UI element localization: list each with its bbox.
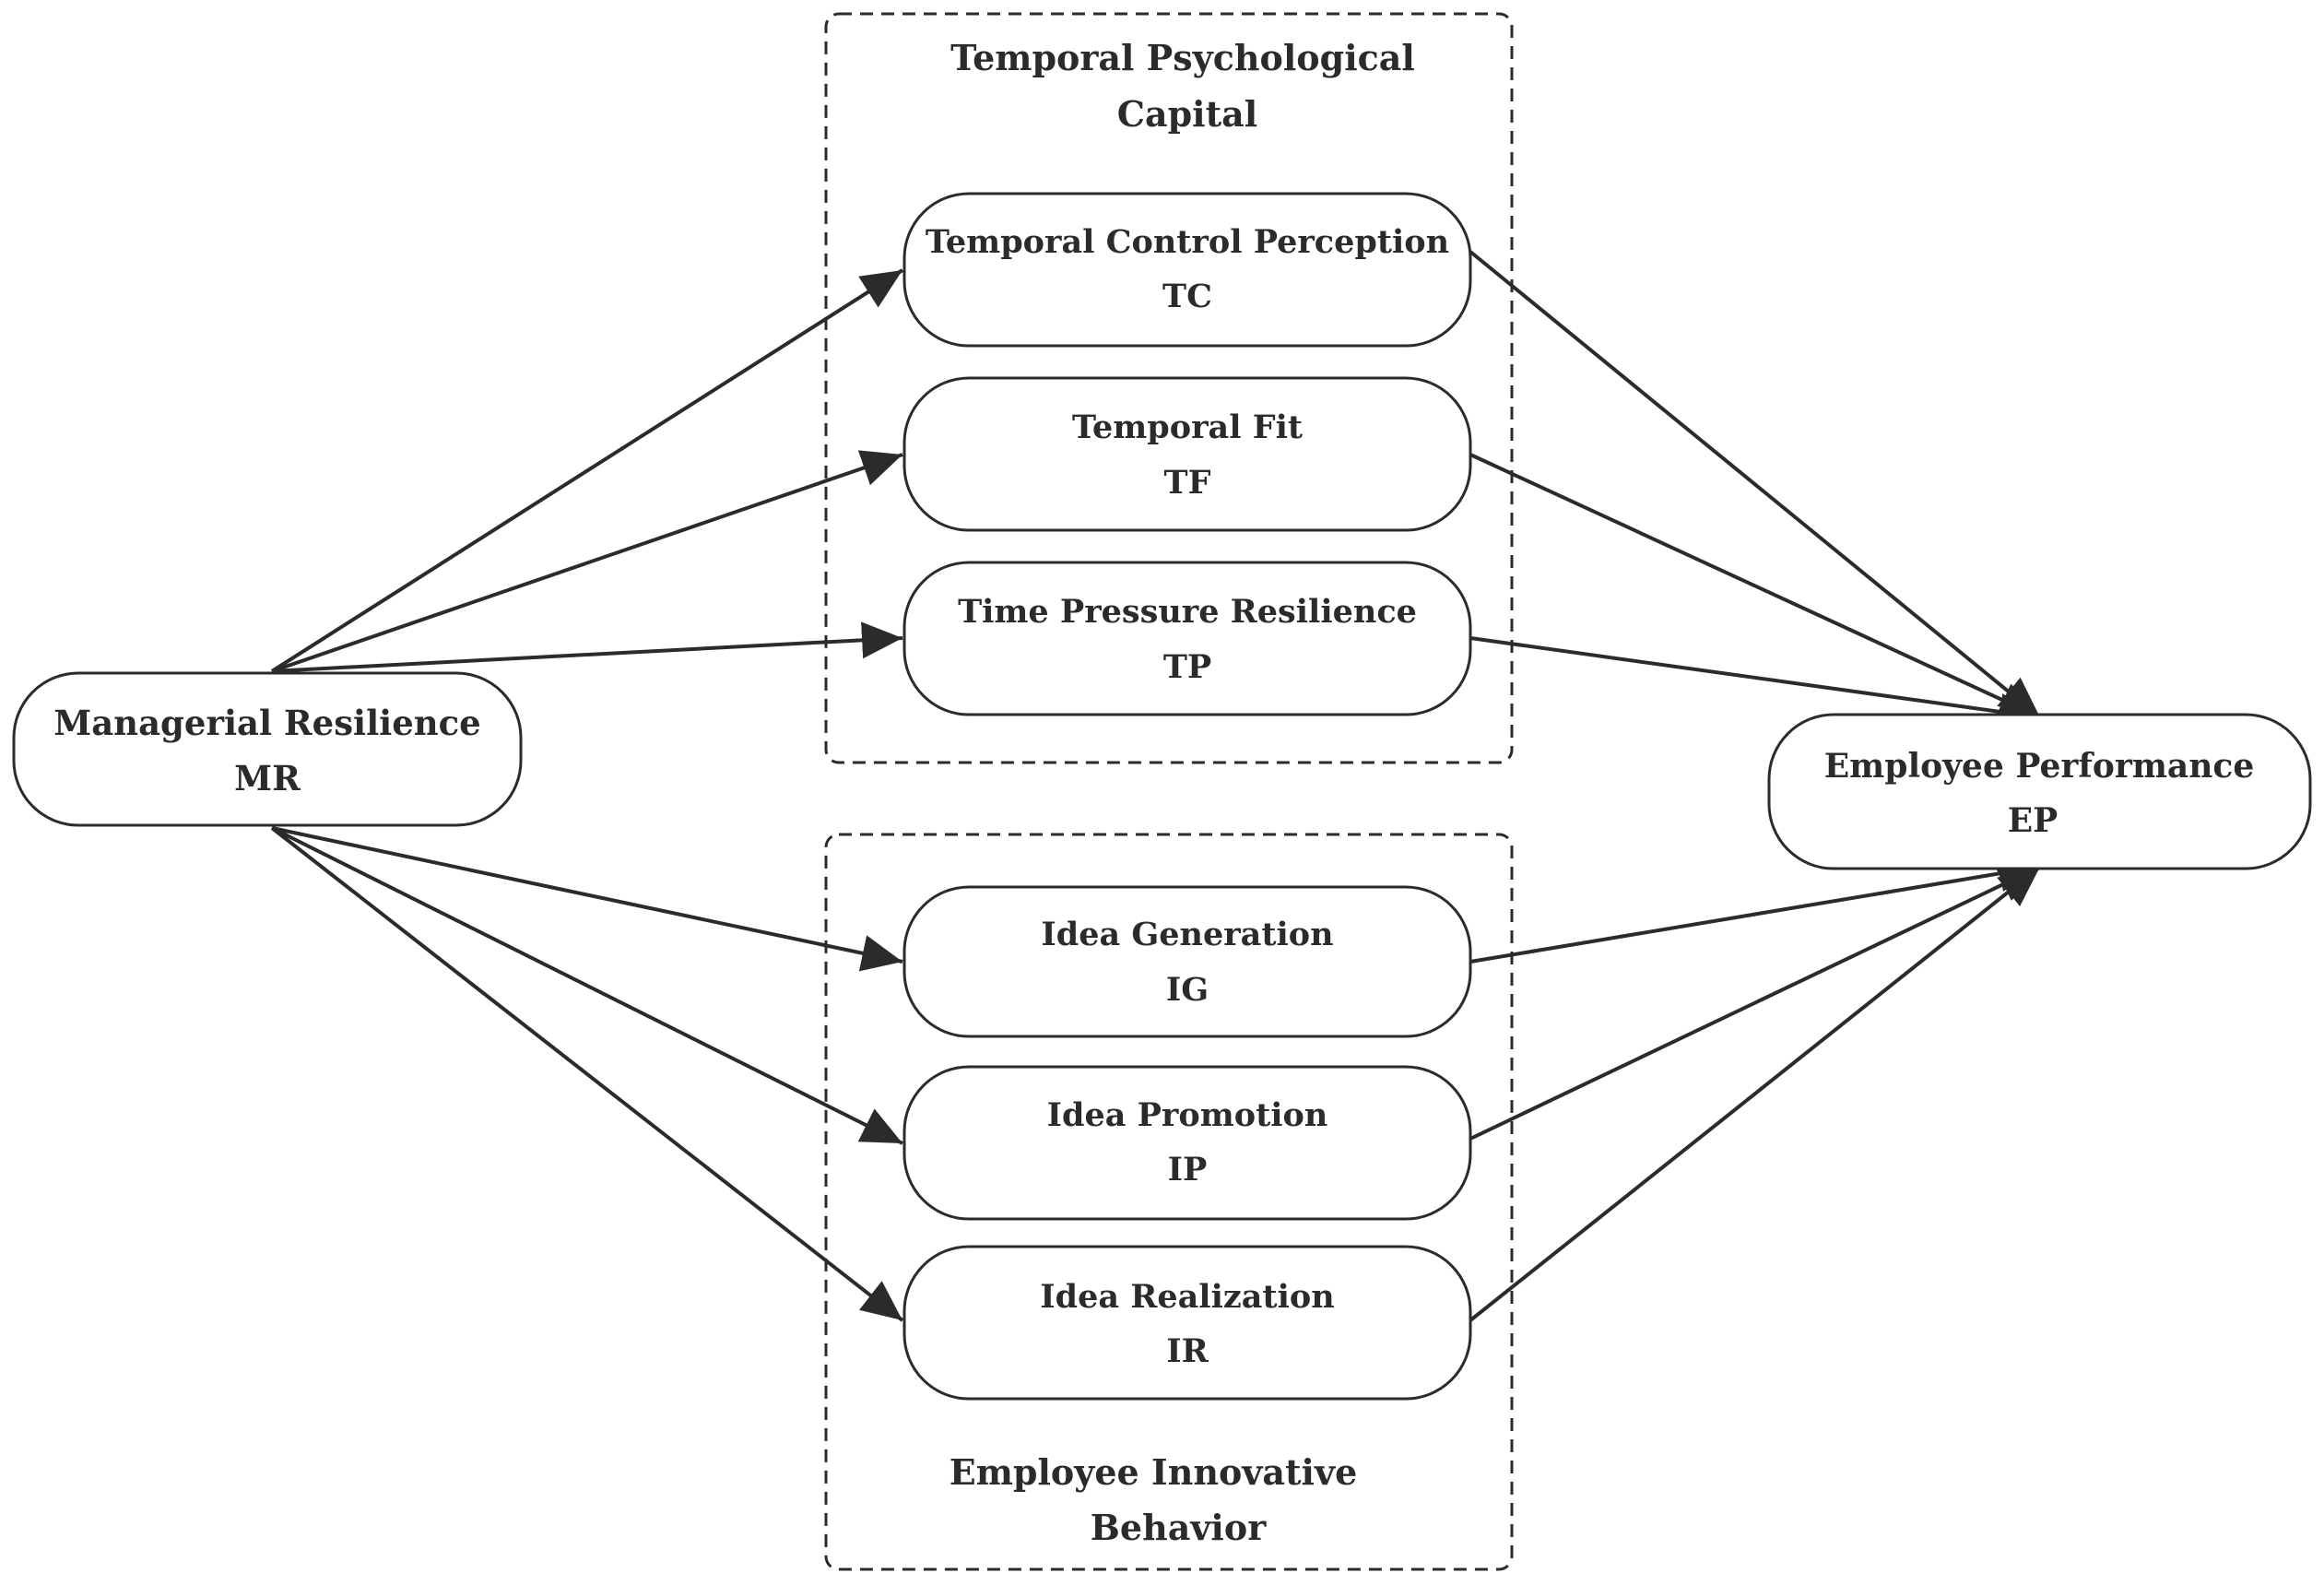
node-ig: Idea Generation IG [902,885,1472,1038]
edge-mr-to-tf [271,450,903,673]
node-tp-abbr: TP [1163,648,1211,686]
node-tp: Time Pressure Resilience TP [902,561,1472,716]
edge-ir-to-ep [1469,865,2042,1322]
node-tf: Temporal Fit TF [902,376,1472,532]
node-tf-abbr: TF [1164,464,1211,502]
node-tp-name: Time Pressure Resilience [958,593,1417,631]
edge-ig-to-ep [1469,855,2041,964]
edge-tp-to-ep [1469,636,2041,730]
edge-tf-to-ep [1469,453,2041,719]
node-ir-name: Idea Realization [1040,1278,1334,1316]
node-ir-box [902,1245,1472,1401]
node-mr-abbr: MR [234,758,301,798]
node-tf-box [902,376,1472,532]
group-box-temporal-psychological-capital [824,12,1514,764]
edge-mr-to-tc [270,268,904,673]
edge-mr-to-tp [271,621,903,673]
edges-to-ep [1469,250,2042,1322]
node-ip: Idea Promotion IP [902,1065,1472,1221]
group-label-temporal-psychological-capital-line1: Temporal Psychological [950,37,1415,78]
node-tc-box [902,192,1472,348]
node-mr-box [12,671,523,827]
group-box-employee-innovative-behavior [824,833,1514,1571]
node-tc-name: Temporal Control Perception [926,223,1449,261]
node-tc-abbr: TC [1162,278,1212,315]
node-ir-abbr: IR [1166,1332,1209,1370]
group-label-employee-innovative-behavior-line2: Behavior [1091,1507,1267,1548]
node-tp-box [902,561,1472,716]
node-ep: Employee Performance EP [1767,713,2312,870]
node-tf-name: Temporal Fit [1072,408,1303,446]
node-mr-name: Managerial Resilience [53,703,480,743]
edge-ip-to-ep [1469,865,2041,1141]
node-ig-name: Idea Generation [1041,916,1333,953]
edge-tc-to-ep [1469,250,2042,719]
edges-from-mr [270,268,904,1322]
edge-mr-to-ip [271,826,903,1145]
edge-mr-to-ig [271,826,903,972]
node-ep-abbr: EP [2008,801,2059,840]
node-mr: Managerial Resilience MR [12,671,523,827]
node-ig-abbr: IG [1166,971,1209,1009]
group-label-temporal-psychological-capital-line2: Capital [1117,93,1257,135]
node-ip-abbr: IP [1168,1151,1208,1189]
node-ep-box [1767,713,2312,870]
node-ep-name: Employee Performance [1824,747,2255,786]
node-tc: Temporal Control Perception TC [902,192,1472,348]
node-ig-box [902,885,1472,1038]
node-ip-name: Idea Promotion [1047,1096,1328,1134]
node-ip-box [902,1065,1472,1221]
node-ir: Idea Realization IR [902,1245,1472,1401]
group-label-employee-innovative-behavior-line1: Employee Innovative [950,1451,1358,1493]
edge-mr-to-ir [270,826,904,1322]
